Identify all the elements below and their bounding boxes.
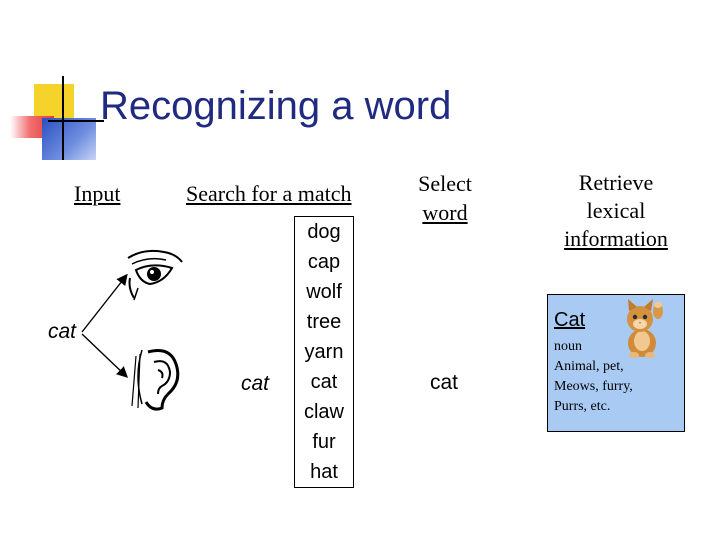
header-retrieve-line2: lexical bbox=[586, 198, 646, 223]
word-list-item: claw bbox=[303, 401, 344, 423]
header-select-line2: word bbox=[422, 200, 468, 225]
arrow-to-eye bbox=[81, 273, 128, 333]
word-list-item: wolf bbox=[306, 281, 342, 303]
header-retrieve-line3: information bbox=[564, 226, 668, 251]
lexical-info-line: noun bbox=[554, 339, 582, 354]
arrow-to-ear bbox=[81, 333, 129, 378]
word-list-item: hat bbox=[310, 461, 338, 483]
word-list-item: fur bbox=[312, 431, 336, 453]
lexical-word: Cat bbox=[554, 309, 586, 331]
lexical-info-line: Meows, furry, bbox=[554, 379, 633, 394]
input-word: cat bbox=[48, 320, 77, 343]
selected-word: cat bbox=[430, 371, 459, 394]
kitten-image bbox=[627, 299, 663, 358]
header-search: Search for a match bbox=[186, 181, 352, 206]
header-retrieve-line1: Retrieve bbox=[578, 170, 654, 195]
word-list: dog cap wolf tree yarn cat claw fur hat bbox=[294, 216, 354, 488]
word-list-item: tree bbox=[306, 311, 342, 333]
word-list-item: cat bbox=[310, 371, 338, 393]
search-word: cat bbox=[241, 372, 270, 395]
header-input: Input bbox=[74, 181, 121, 206]
title-deco-blue bbox=[42, 118, 96, 160]
eye-icon bbox=[127, 249, 183, 301]
title-deco-hline bbox=[48, 120, 104, 122]
page-title: Recognizing a word bbox=[100, 84, 452, 128]
lexical-info-box: Cat noun Animal, pet, Meows, furry, Purr… bbox=[547, 294, 685, 432]
header-select-line1: Select bbox=[418, 171, 472, 196]
title-deco-vline bbox=[62, 76, 64, 160]
word-list-item: dog bbox=[307, 221, 341, 243]
header-retrieve: Retrieve lexical information bbox=[551, 169, 681, 253]
word-list-item: cap bbox=[307, 251, 341, 273]
lexical-info-line: Animal, pet, bbox=[554, 359, 624, 374]
lexical-info-line: Purrs, etc. bbox=[554, 399, 611, 414]
word-list-item: yarn bbox=[304, 341, 344, 363]
input-arrows bbox=[81, 273, 129, 378]
ear-icon bbox=[131, 349, 180, 411]
header-select: Select word bbox=[405, 169, 485, 227]
lexical-info: noun Animal, pet, Meows, furry, Purrs, e… bbox=[554, 337, 633, 417]
